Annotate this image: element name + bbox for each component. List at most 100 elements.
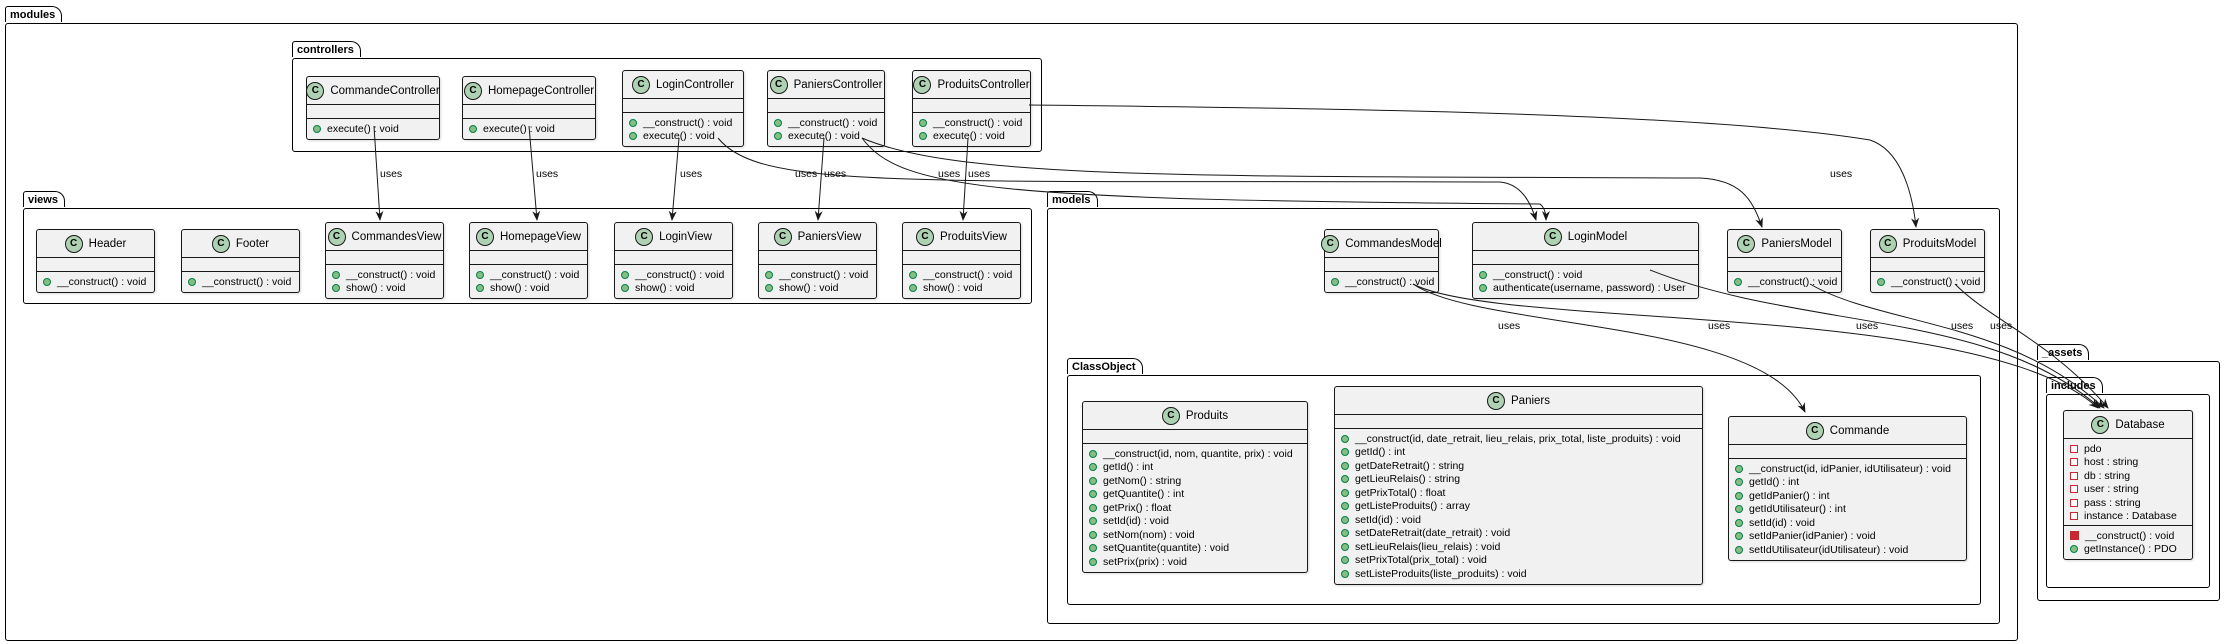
methods-section: __construct() : void [1728, 272, 1841, 292]
class-icon: C [327, 227, 346, 246]
edge-loginmodel-database [1649, 269, 2101, 409]
methods-section: __construct() : void show() : void [903, 265, 1020, 298]
package-includes [2046, 394, 2210, 588]
class-icon: C [913, 75, 932, 94]
edge-label: uses [1498, 320, 1520, 332]
private-method-icon [2070, 531, 2079, 541]
method-row: setId(id) : void [1089, 515, 1301, 529]
edge-label: uses [536, 168, 558, 180]
method-row: setId(id) : void [1341, 513, 1696, 527]
public-icon [1877, 277, 1885, 286]
public-icon [1341, 569, 1349, 578]
public-icon [43, 277, 51, 286]
package-tab-models: models [1047, 191, 1098, 207]
method-row: getPrixTotal() : float [1341, 486, 1696, 500]
attributes-section [182, 258, 299, 272]
attribute-row: user : string [2070, 483, 2186, 497]
edge-label: uses [680, 168, 702, 180]
edge-paniersmodel-database [1809, 283, 2105, 409]
public-icon [1341, 542, 1349, 551]
class-name: Database [2115, 418, 2165, 431]
methods-section: __construct() : void show() : void [470, 265, 587, 298]
class-name: Footer [235, 237, 270, 250]
class-icon: C [463, 81, 482, 100]
method-row: __construct() : void [909, 268, 1014, 282]
public-icon [919, 132, 927, 141]
public-icon [1735, 505, 1743, 514]
attributes-section [1325, 258, 1438, 272]
package-tab-classobject: ClassObject [1067, 358, 1143, 374]
class-icon: C [306, 81, 325, 100]
class-name: LoginController [656, 78, 734, 91]
public-icon [476, 284, 484, 293]
methods-section: __construct() : void execute() : void [913, 113, 1030, 146]
public-icon [1735, 464, 1743, 473]
private-icon [2070, 444, 2078, 453]
public-icon [1735, 532, 1743, 541]
edge-logincontroller-loginmodel [717, 137, 1538, 221]
public-icon [1331, 277, 1339, 286]
edge-label: uses [1708, 320, 1730, 332]
public-icon [2070, 545, 2078, 554]
attributes-section [1728, 258, 1841, 272]
method-row: getDateRetrait() : string [1341, 459, 1696, 473]
class-icon: C [1878, 234, 1897, 253]
method-row: show() : void [621, 282, 726, 296]
class-name: Paniers [1511, 394, 1550, 407]
public-icon [1089, 449, 1097, 458]
class-name: PaniersModel [1761, 237, 1832, 250]
public-icon [1735, 518, 1743, 527]
methods-section: __construct() : void [1325, 272, 1438, 292]
edge-label: uses [1830, 168, 1852, 180]
methods-section: __construct() : void show() : void [615, 265, 732, 298]
public-icon [765, 284, 773, 293]
class-name: CommandesModel [1345, 237, 1442, 250]
attributes-section [623, 99, 743, 113]
public-icon [1735, 478, 1743, 487]
attributes-section [1083, 430, 1307, 444]
methods-section: __construct(id, nom, quantite, prix) : v… [1083, 444, 1307, 572]
public-icon [188, 277, 196, 286]
method-row: __construct() : void [1877, 275, 1980, 289]
class-icon: C [64, 234, 83, 253]
method-row: setIdPanier(idPanier) : void [1735, 530, 1960, 544]
attributes-section [463, 105, 595, 119]
method-row: __construct(id, nom, quantite, prix) : v… [1089, 447, 1301, 461]
attributes-section [1729, 445, 1966, 459]
private-icon [2070, 512, 2078, 521]
public-icon [1089, 490, 1097, 499]
class-icon: C [769, 75, 788, 94]
attributes-section [326, 251, 443, 265]
edge-produitscontroller-produitsmodel [1028, 104, 1920, 228]
attributes-section [913, 99, 1030, 113]
class-name: HomepageView [500, 230, 581, 243]
method-row: __construct() : void [1734, 275, 1837, 289]
